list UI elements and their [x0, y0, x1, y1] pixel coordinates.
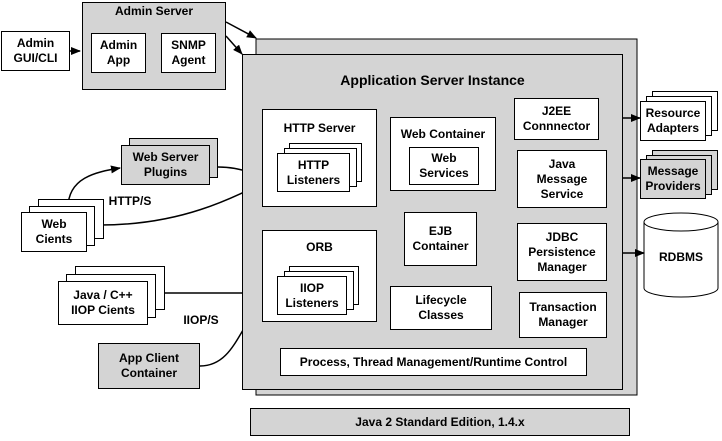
jdbc-persistence-manager: JDBC Persistence Manager: [517, 223, 607, 281]
resource-adapters: Resource Adapters: [640, 101, 706, 141]
rdbms-cylinder: [643, 212, 719, 298]
rdbms-label: RDBMS: [659, 250, 703, 264]
arrow-admin-server-2: [225, 35, 243, 55]
http-server-title: HTTP Server: [283, 121, 356, 135]
web-clients: Web Cients: [21, 212, 87, 252]
message-providers: Message Providers: [640, 159, 706, 199]
process-thread-management: Process, Thread Management/Runtime Contr…: [280, 348, 587, 376]
ejb-container: EJB Container: [404, 212, 477, 266]
iiop-listeners: IIOP Listeners: [277, 276, 347, 315]
orb-title: ORB: [306, 240, 333, 254]
j2ee-connector: J2EE Connnector: [514, 98, 599, 140]
lifecycle-classes: Lifecycle Classes: [390, 286, 492, 330]
java-message-service: Java Message Service: [517, 150, 607, 208]
http-protocol-label: HTTP/S: [108, 194, 152, 208]
iiop-protocol-label: IIOP/S: [183, 313, 219, 327]
java-standard-edition: Java 2 Standard Edition, 1.4.x: [250, 408, 630, 436]
http-listeners: HTTP Listeners: [277, 153, 350, 192]
app-client-container: App Client Container: [98, 343, 200, 389]
admin-app: Admin App: [91, 33, 146, 73]
arrow-admin-server-1: [225, 21, 257, 39]
admin-server-title: Admin Server: [114, 4, 194, 18]
web-services: Web Services: [409, 147, 479, 185]
web-server-plugins: Web Server Plugins: [121, 145, 210, 185]
admin-gui-cli: Admin GUI/CLI: [1, 31, 70, 71]
web-container-title: Web Container: [400, 127, 486, 141]
transaction-manager: Transaction Manager: [519, 292, 607, 338]
snmp-agent: SNMP Agent: [161, 33, 216, 73]
iiop-clients: Java / C++ IIOP Cients: [58, 281, 148, 325]
app-server-title: Application Server Instance: [340, 72, 525, 88]
